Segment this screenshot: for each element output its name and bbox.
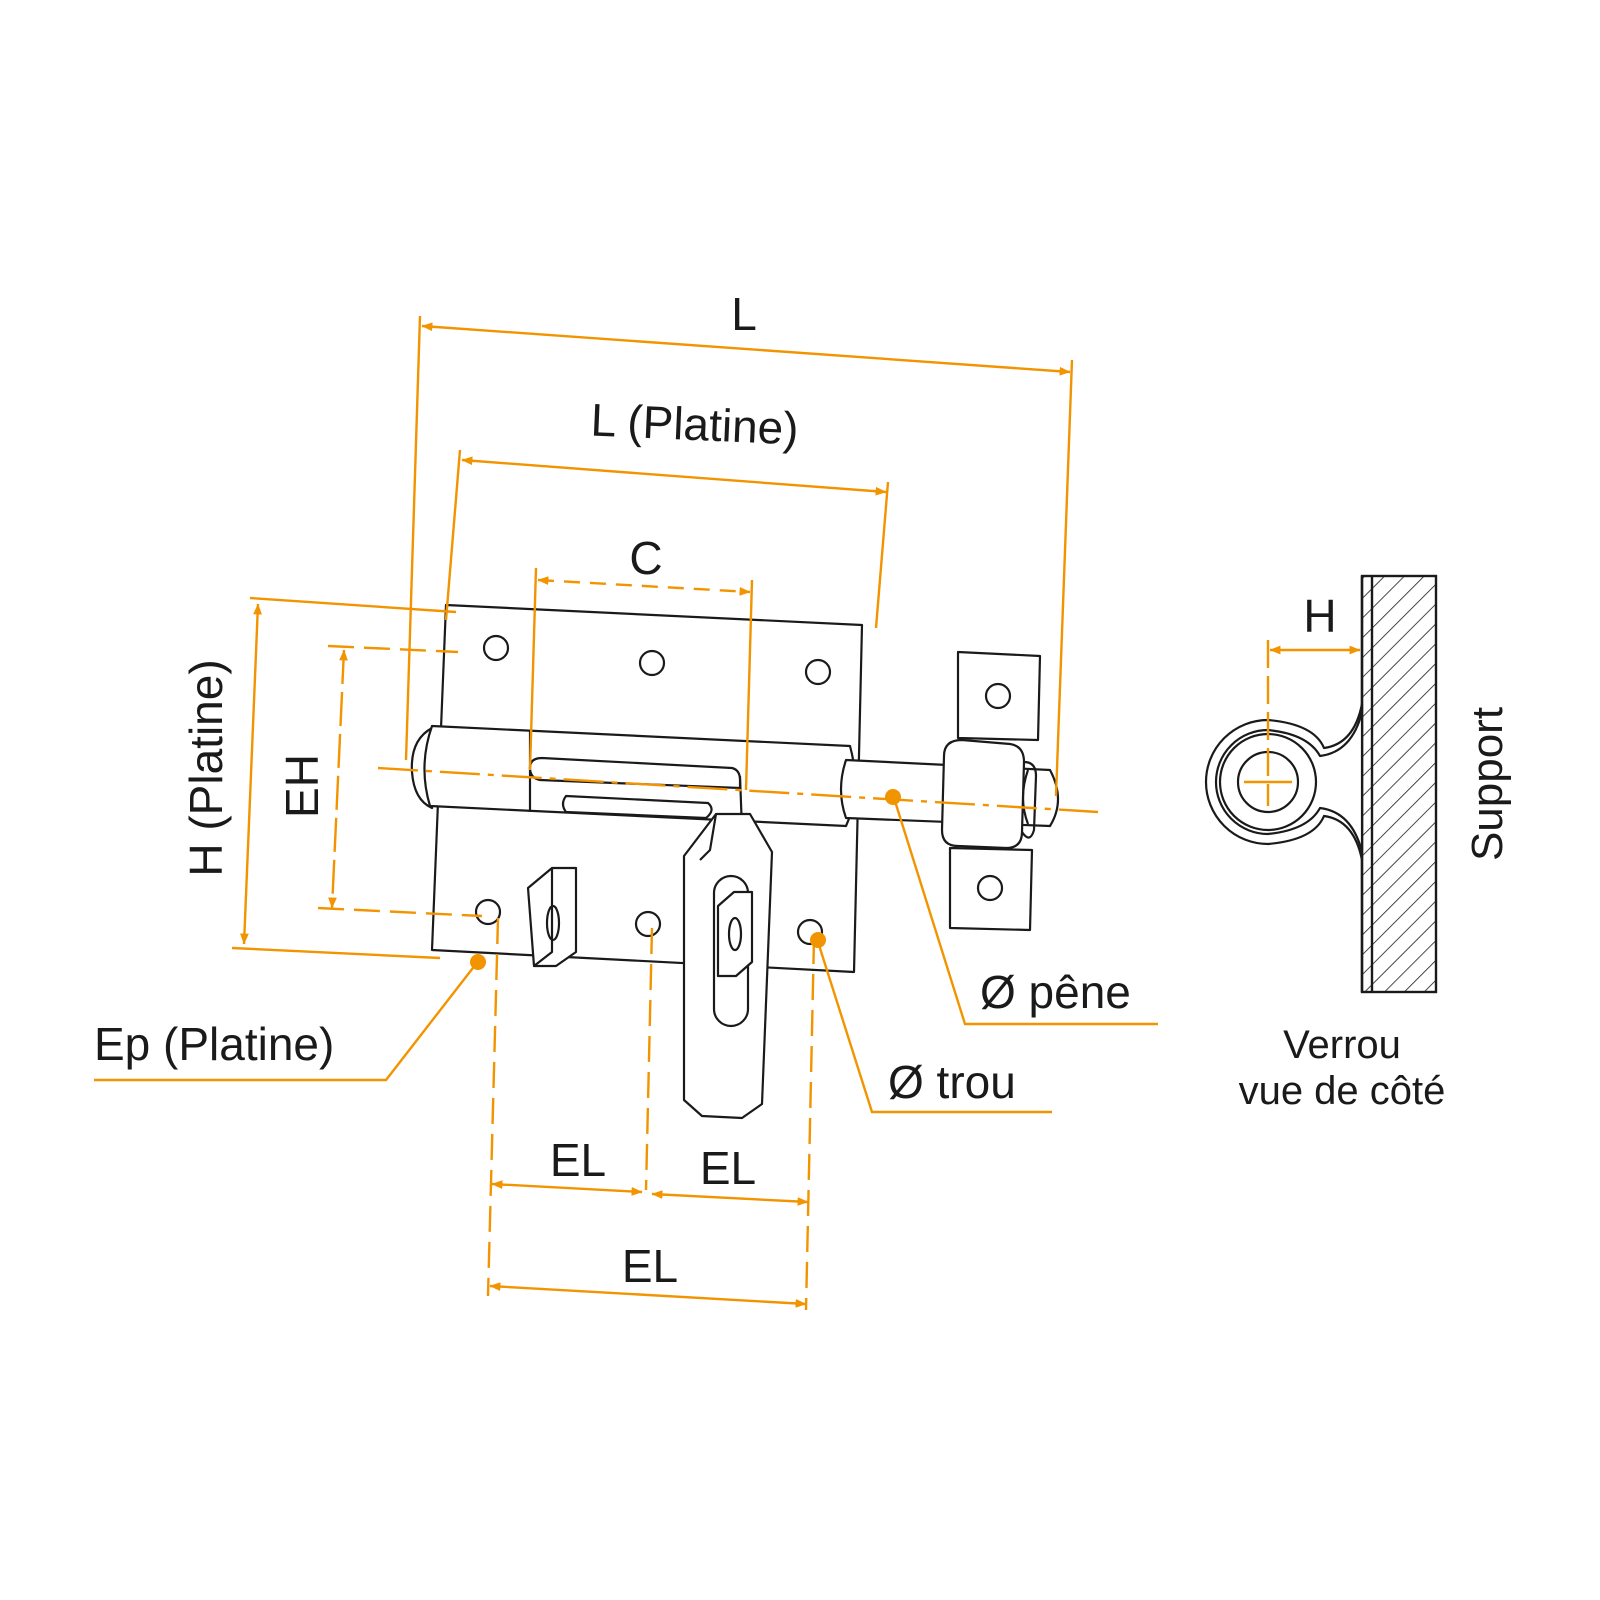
label-ep-platine: Ep (Platine) [94, 1018, 334, 1070]
dim-el-total-line [489, 1282, 807, 1308]
dim-c-ext-right [744, 579, 754, 791]
support-wall [1360, 574, 1438, 994]
dim-el-right-line [651, 1190, 809, 1206]
leader-dot-diam-trou [810, 932, 826, 948]
plate-hole-bottom-left [474, 898, 502, 926]
dim-el-ext-right [804, 937, 816, 1311]
handle-pin [716, 890, 754, 978]
label-el-right: EL [700, 1142, 756, 1194]
plate-hole-top-left [482, 634, 510, 662]
dim-h-platine-line [240, 603, 262, 945]
label-el-total: EL [622, 1240, 678, 1292]
side-view-dimensions [1244, 640, 1361, 806]
dim-el-left-line [491, 1180, 643, 1196]
dim-el-ext-left [486, 917, 500, 1297]
dim-l-total-ext-left [404, 315, 422, 761]
leader-dots [470, 789, 901, 970]
dim-eh-ext-top [327, 644, 459, 654]
dim-l-total-ext-right [1054, 359, 1074, 797]
dim-eh-line [328, 649, 348, 909]
label-side-view-line1: Verrou [1283, 1023, 1401, 1067]
bolt-center-axis [377, 766, 1099, 814]
dim-el-ext-middle [644, 927, 654, 1191]
label-l-total: L [731, 288, 757, 340]
label-eh: EH [276, 754, 328, 818]
dim-h-platine-ext-top [249, 596, 457, 614]
dim-l-platine-line [461, 456, 887, 496]
leader-diam-pene [892, 797, 1158, 1026]
leader-ep-platine [94, 963, 477, 1082]
label-support: Support [1463, 707, 1512, 861]
dimension-lines [94, 315, 1158, 1311]
label-diam-trou: Ø trou [888, 1056, 1016, 1108]
text-labels: L L (Platine) C H (Platine) EH Ep (Plati… [94, 288, 1512, 1292]
dim-eh-ext-bottom [317, 906, 483, 918]
plate-hole-top-right [804, 658, 832, 686]
barrel-inner-slot [561, 794, 713, 820]
dim-c-line [537, 576, 751, 596]
leader-diam-trou [816, 941, 1052, 1114]
dim-l-platine-ext-left [444, 449, 462, 621]
dim-l-platine-ext-right [874, 481, 890, 629]
plate-hole-top-middle [638, 649, 666, 677]
dim-c-ext-left [528, 567, 538, 771]
dim-l-total-line [421, 322, 1071, 376]
leader-dot-ep-platine [470, 954, 486, 970]
bolt-stop-tab [526, 866, 578, 968]
label-c: C [629, 532, 662, 584]
keeper-strike [940, 650, 1042, 932]
dim-h-platine-ext-bottom [231, 946, 441, 960]
label-h-side: H [1303, 590, 1336, 642]
bolt-lock-front-view [410, 603, 1060, 1120]
label-l-platine: L (Platine) [590, 394, 800, 455]
plate-hole-bottom-middle [634, 910, 662, 938]
leader-dot-diam-pene [885, 789, 901, 805]
label-diam-pene: Ø pêne [980, 966, 1131, 1018]
label-side-view-line2: vue de côté [1239, 1069, 1446, 1113]
label-el-left: EL [550, 1134, 606, 1186]
label-h-platine: H (Platine) [180, 659, 232, 876]
